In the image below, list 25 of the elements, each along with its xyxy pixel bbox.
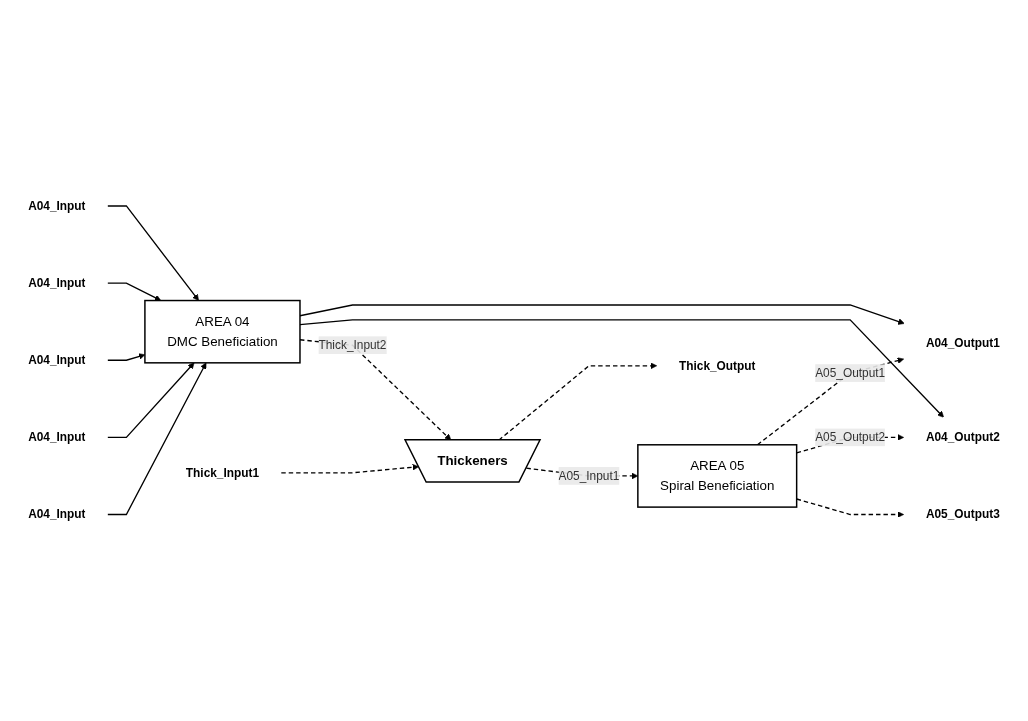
node-text: A04_Input xyxy=(28,276,86,290)
node-text: A04_Output1 xyxy=(925,337,1000,350)
node-text: A04_Input xyxy=(28,199,86,213)
edge-label: Thick_Input2 xyxy=(318,338,387,352)
edge-label: A05_Output1 xyxy=(815,366,886,380)
arrow xyxy=(796,498,904,519)
node-text: Thick_Output xyxy=(679,359,756,372)
arrow xyxy=(299,304,905,325)
arrow xyxy=(107,205,199,302)
arrow xyxy=(280,464,419,474)
arrow xyxy=(107,362,195,439)
node-text: A04_Input xyxy=(28,353,86,367)
node-box: AREA 04 DMC Beneficiation xyxy=(144,300,301,364)
node-text: A05_Output3 xyxy=(925,508,1000,521)
edge-label: A05_Output2 xyxy=(815,430,886,444)
edge-label: A05_Input1 xyxy=(558,469,620,483)
arrow xyxy=(107,362,207,516)
node-box: AREA 05 Spiral Beneficiation xyxy=(637,444,798,509)
node-text: A04_Output2 xyxy=(925,430,1000,444)
arrow xyxy=(756,357,904,446)
node-text: A04_Input xyxy=(28,430,86,444)
arrow xyxy=(299,319,944,418)
node-text: A04_Input xyxy=(28,508,86,521)
node-text: Thick_Input1 xyxy=(185,466,260,479)
arrow xyxy=(107,282,162,302)
